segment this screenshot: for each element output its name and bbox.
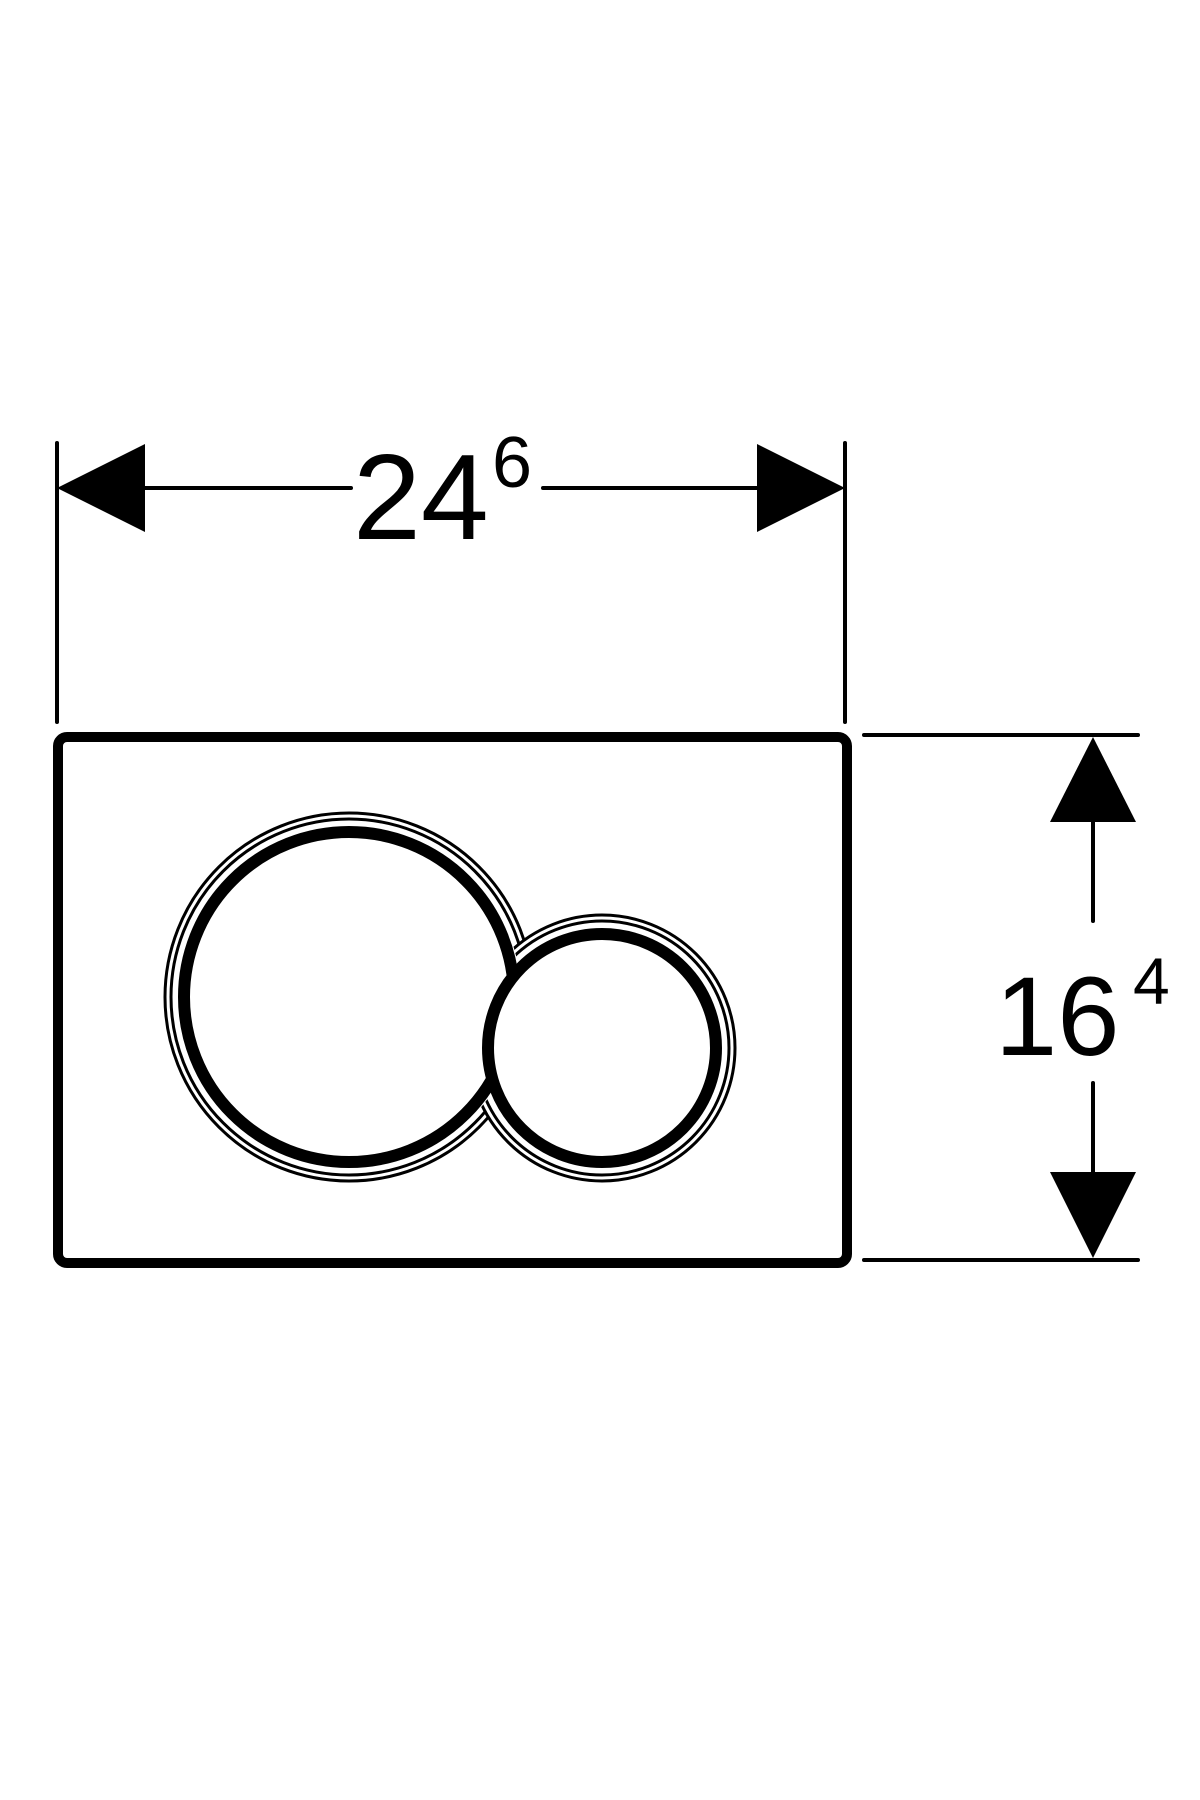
width-dimension: 24 6 — [55, 423, 847, 724]
height-dimension: 16 4 — [862, 733, 1170, 1262]
small-button-rim — [482, 928, 722, 1168]
width-value-superscript: 6 — [492, 423, 532, 503]
large-button-inner-ring — [169, 817, 529, 1177]
height-arrow-up-icon — [1050, 737, 1136, 822]
height-value-superscript: 4 — [1133, 944, 1170, 1018]
width-value: 24 — [353, 429, 489, 565]
flush-plate-outline — [53, 732, 852, 1268]
large-flush-button[interactable] — [163, 811, 535, 1183]
height-value: 16 — [995, 954, 1120, 1079]
width-arrow-right-icon — [757, 444, 845, 532]
large-button-rim — [178, 826, 520, 1168]
width-arrow-left-icon — [57, 444, 145, 532]
height-arrow-down-icon — [1050, 1172, 1136, 1258]
large-button-outer-ring — [163, 811, 535, 1183]
